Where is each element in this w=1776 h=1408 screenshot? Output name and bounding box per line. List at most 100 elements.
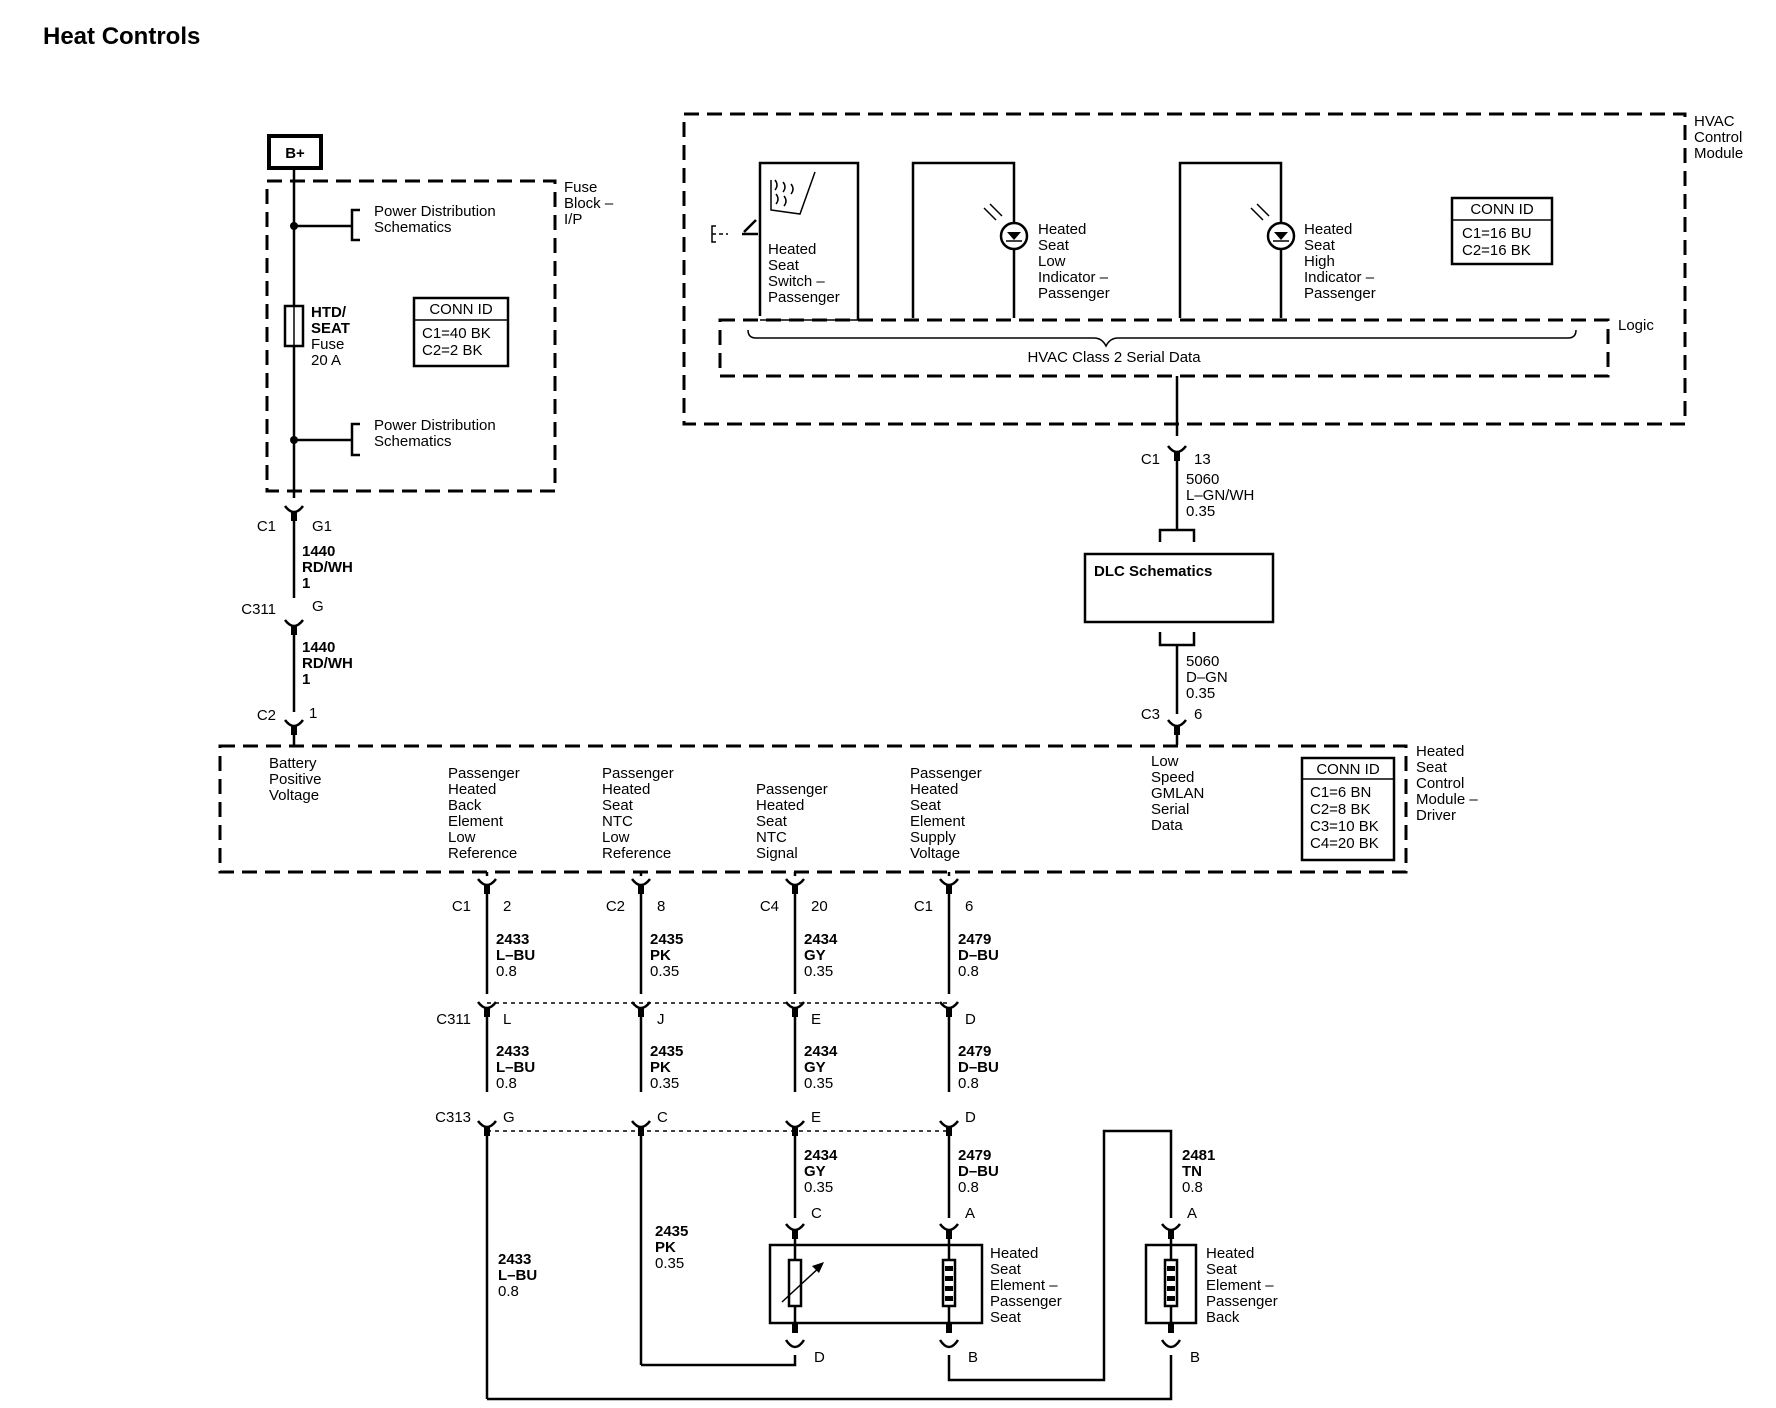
svg-text:Passenger: Passenger (1304, 285, 1376, 302)
dlc-schematics-label: DLC Schematics (1094, 563, 1212, 580)
hscm-conn-id: CONN ID C1=6 BN C2=8 BK C3=10 BK C4=20 B… (1300, 756, 1396, 862)
svg-text:0.8: 0.8 (1182, 1179, 1203, 1196)
svg-text:Positive: Positive (269, 771, 322, 788)
svg-text:0.8: 0.8 (496, 963, 517, 980)
svg-text:2479: 2479 (958, 1147, 991, 1164)
svg-text:D–BU: D–BU (958, 1059, 999, 1076)
c2-left-label: C2 (257, 707, 276, 724)
svg-text:Seat: Seat (910, 797, 942, 814)
svg-text:Passenger: Passenger (1038, 285, 1110, 302)
seat-element-pin-c: C (811, 1205, 822, 1222)
svg-text:2434: 2434 (804, 931, 838, 948)
heated-seat-control-module-label: Heated Seat Control Module – Driver (1416, 743, 1478, 824)
wire-2433-top: 2433 L–BU 0.8 (496, 931, 535, 980)
svg-text:Voltage: Voltage (269, 787, 319, 804)
c1-left-label: C1 (257, 518, 276, 535)
c313-pin-b: C (657, 1109, 668, 1126)
svg-text:Low: Low (448, 829, 476, 846)
svg-text:Control: Control (1694, 129, 1742, 146)
svg-text:0.35: 0.35 (650, 1075, 679, 1092)
svg-text:SEAT: SEAT (311, 320, 350, 337)
svg-text:Heated: Heated (1038, 221, 1086, 238)
seat-element-pin-a: A (965, 1205, 975, 1222)
c1-left-pin: G1 (312, 518, 332, 535)
wire-2433-mid: 2433 L–BU 0.8 (496, 1043, 535, 1092)
wire-2434-top: 2434 GY 0.35 (804, 931, 838, 980)
svg-text:Reference: Reference (602, 845, 671, 862)
conn-a-label: C1 (452, 898, 471, 915)
svg-text:C1=16 BU: C1=16 BU (1462, 225, 1532, 242)
hvac-logic-outline (718, 318, 1610, 378)
svg-text:PK: PK (650, 1059, 671, 1076)
svg-text:Schematics: Schematics (374, 433, 452, 450)
svg-text:RD/WH: RD/WH (302, 655, 353, 672)
hvac-control-module-label: HVAC Control Module (1694, 113, 1743, 162)
svg-text:Data: Data (1151, 817, 1183, 834)
wire-2479-mid: 2479 D–BU 0.8 (958, 1043, 999, 1092)
battery-positive-label: B+ (285, 145, 305, 162)
c313-pin-d: D (965, 1109, 976, 1126)
wire-2433-low: 2433 L–BU 0.8 (498, 1251, 537, 1300)
svg-text:Heated: Heated (756, 797, 804, 814)
svg-text:C1=40 BK: C1=40 BK (422, 325, 491, 342)
wire-2479-low: 2479 D–BU 0.8 (958, 1147, 999, 1196)
svg-text:Element: Element (910, 813, 966, 830)
hvac-serial-data-label: HVAC Class 2 Serial Data (1027, 349, 1201, 366)
c311-left-pin: G (312, 598, 324, 615)
svg-text:Passenger: Passenger (768, 289, 840, 306)
svg-text:Seat: Seat (1416, 759, 1448, 776)
hvac-control-module-outline (682, 112, 1687, 426)
svg-text:0.8: 0.8 (958, 1075, 979, 1092)
conn-d-label: C1 (914, 898, 933, 915)
wire-5060-lower: 5060 D–GN 0.35 (1186, 653, 1228, 702)
svg-text:Back: Back (1206, 1309, 1240, 1326)
svg-text:2479: 2479 (958, 1043, 991, 1060)
svg-text:L–BU: L–BU (496, 1059, 535, 1076)
seat-element-lower-connectors (784, 1323, 1182, 1349)
c313-pin-c: E (811, 1109, 821, 1126)
svg-text:0.35: 0.35 (804, 1075, 833, 1092)
svg-text:0.35: 0.35 (1186, 685, 1215, 702)
c1-hvac-pin: 13 (1194, 451, 1211, 468)
svg-text:2433: 2433 (496, 1043, 529, 1060)
svg-text:2434: 2434 (804, 1147, 838, 1164)
fuse-block-conn-id: CONN ID C1=40 BK C2=2 BK (412, 296, 510, 368)
svg-text:L–GN/WH: L–GN/WH (1186, 487, 1254, 504)
svg-text:RD/WH: RD/WH (302, 559, 353, 576)
svg-text:Control: Control (1416, 775, 1464, 792)
conn-c-pin: 20 (811, 898, 828, 915)
svg-text:Passenger: Passenger (602, 765, 674, 782)
conn-a-pin: 2 (503, 898, 511, 915)
high-indicator-label: Heated Seat High Indicator – Passenger (1304, 221, 1376, 302)
svg-text:GY: GY (804, 1163, 826, 1180)
svg-text:Voltage: Voltage (910, 845, 960, 862)
svg-text:Switch –: Switch – (768, 273, 825, 290)
svg-text:1440: 1440 (302, 543, 335, 560)
svg-text:2481: 2481 (1182, 1147, 1215, 1164)
svg-text:0.8: 0.8 (496, 1075, 517, 1092)
back-element-pin-a: A (1187, 1205, 1197, 1222)
conn-c-label: C4 (760, 898, 779, 915)
high-indicator-led-icon (1250, 203, 1296, 251)
svg-text:C2=8 BK: C2=8 BK (1310, 801, 1370, 818)
svg-text:NTC: NTC (602, 813, 633, 830)
svg-text:High: High (1304, 253, 1335, 270)
svg-text:2435: 2435 (655, 1223, 688, 1240)
svg-text:Passenger: Passenger (448, 765, 520, 782)
svg-text:C1=6 BN: C1=6 BN (1310, 784, 1371, 801)
heated-seat-switch-icon (770, 171, 816, 215)
svg-text:CONN ID: CONN ID (429, 301, 493, 318)
svg-text:2479: 2479 (958, 931, 991, 948)
svg-text:0.8: 0.8 (958, 963, 979, 980)
gmlan-serial-data-label: Low Speed GMLAN Serial Data (1151, 753, 1204, 834)
svg-text:Reference: Reference (448, 845, 517, 862)
wire-1440-upper: 1440 RD/WH 1 (302, 543, 353, 592)
svg-text:Fuse: Fuse (564, 179, 597, 196)
seat-ntc-signal-label: Passenger Heated Seat NTC Signal (756, 781, 828, 862)
svg-text:Passenger: Passenger (1206, 1293, 1278, 1310)
svg-text:CONN ID: CONN ID (1470, 201, 1534, 218)
svg-text:Module: Module (1694, 145, 1743, 162)
c1-hvac-label: C1 (1141, 451, 1160, 468)
hvac-logic-label: Logic (1618, 317, 1654, 334)
